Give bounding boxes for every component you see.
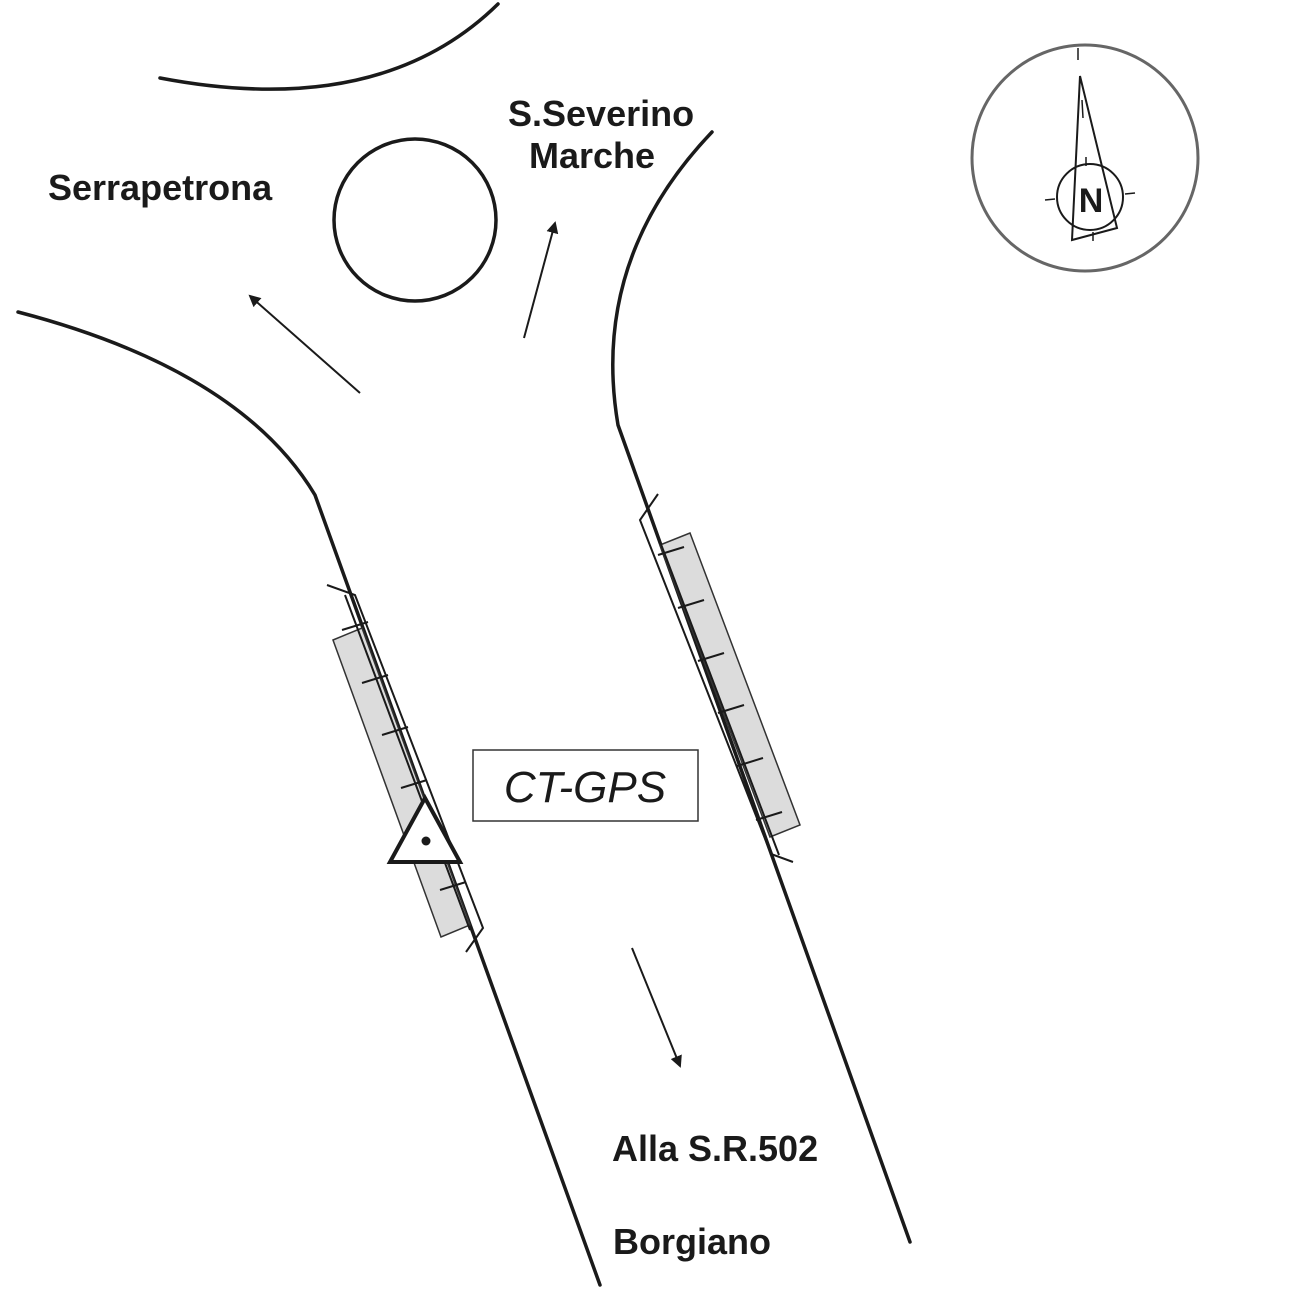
station-label-box	[472, 749, 699, 822]
label-borgiano: Borgiano	[613, 1221, 771, 1262]
road-edge-left	[16, 310, 602, 1287]
triangle-benchmark-icon	[386, 793, 464, 864]
roundabout-island	[332, 137, 498, 303]
arrow-to-borgiano	[631, 947, 682, 1068]
label-marche: Marche	[529, 135, 655, 176]
compass-rose-icon: N	[970, 43, 1200, 273]
retaining-wall-left	[326, 584, 485, 953]
label-serrapetrona: Serrapetrona	[48, 167, 273, 208]
station-label: CT-GPS	[504, 763, 666, 812]
arrow-to-s-severino	[523, 221, 559, 339]
label-alla-sr502: Alla S.R.502	[612, 1128, 818, 1169]
road-edge-top	[158, 2, 500, 91]
road-edge-right	[611, 130, 912, 1244]
compass-north-letter: N	[1079, 182, 1104, 220]
label-s-severino: S.Severino	[508, 93, 694, 134]
retaining-wall-right	[638, 493, 801, 863]
arrow-to-serrapetrona	[248, 294, 361, 394]
